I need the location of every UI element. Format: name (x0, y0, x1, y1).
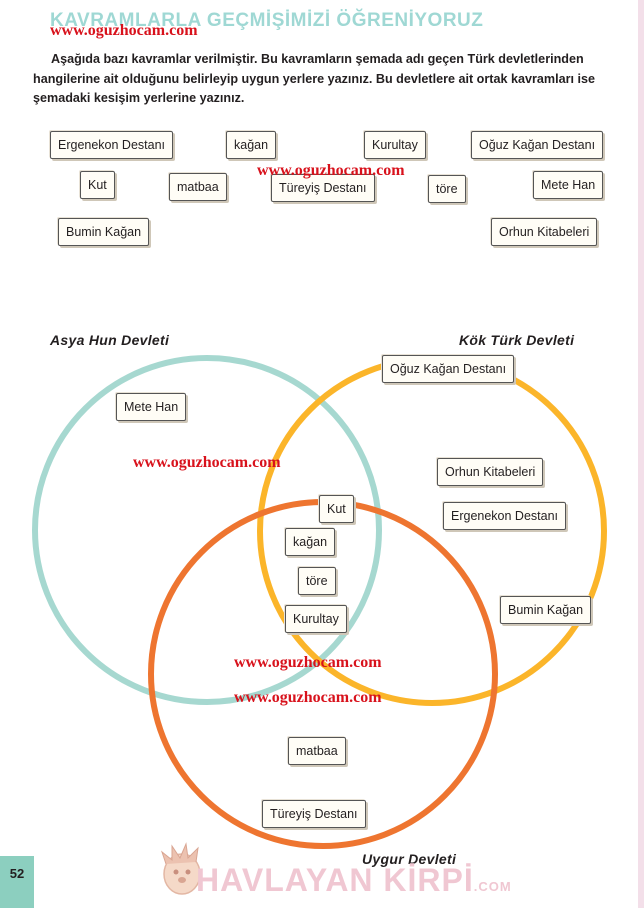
asya-hun-circle (32, 355, 382, 705)
page-number: 52 (0, 856, 34, 908)
logo-text: HAVLAYAN KİRPİ (196, 862, 474, 898)
bank-chip-kut: Kut (80, 171, 115, 199)
common-chip-kurultay: Kurultay (285, 605, 347, 633)
asya-hun-label: Asya Hun Devleti (50, 332, 170, 348)
bank-chip-kagan: kağan (226, 131, 277, 159)
hedgehog-mascot-icon (160, 842, 201, 895)
bank-chip-mete: Mete Han (533, 171, 604, 199)
instructions: Aşağıda bazı kavramlar verilmiştir. Bu k… (33, 52, 596, 105)
bank-chip-ergenekon: Ergenekon Destanı (50, 131, 174, 159)
bank-chip-tore: töre (428, 175, 466, 203)
uygur-label: Uygur Devleti (362, 851, 457, 867)
bank-chip-tureyis: Türeyiş Destanı (271, 174, 375, 202)
watermark: www.oguzhocam.com (234, 689, 382, 706)
watermark: www.oguzhocam.com (133, 454, 281, 471)
kok-chip-oguz: Oğuz Kağan Destanı (382, 355, 515, 383)
bank-chip-bumin: Bumin Kağan (58, 218, 150, 246)
common-chip-kut: Kut (319, 495, 354, 523)
common-chip-tore: töre (298, 567, 336, 595)
page-title: KAVRAMLARLA GEÇMİŞİMİZİ ÖĞRENİYORUZ (50, 10, 484, 31)
bank-chip-matbaa: matbaa (169, 173, 227, 201)
watermark: www.oguzhocam.com (234, 654, 382, 671)
uygur-chip-tureyis: Türeyiş Destanı (262, 800, 366, 828)
watermark: www.oguzhocam.com (257, 162, 405, 179)
kok-chip-orhun: Orhun Kitabeleri (437, 458, 544, 486)
watermark: www.oguzhocam.com (50, 22, 198, 39)
kok-turk-label: Kök Türk Devleti (459, 332, 575, 348)
kok-chip-ergenekon: Ergenekon Destanı (443, 502, 567, 530)
page-edge-strip (638, 0, 644, 908)
kok-chip-bumin: Bumin Kağan (500, 596, 592, 624)
uygur-chip-matbaa: matbaa (288, 737, 346, 765)
hun-chip-mete: Mete Han (116, 393, 187, 421)
bank-chip-oguz: Oğuz Kağan Destanı (471, 131, 604, 159)
bank-chip-kurultay: Kurultay (364, 131, 426, 159)
havlayan-kirpi-logo: HAVLAYAN KİRPİ.COM (196, 862, 512, 899)
bank-chip-orhun: Orhun Kitabeleri (491, 218, 598, 246)
common-chip-kagan: kağan (285, 528, 336, 556)
logo-suffix: .COM (473, 879, 512, 894)
